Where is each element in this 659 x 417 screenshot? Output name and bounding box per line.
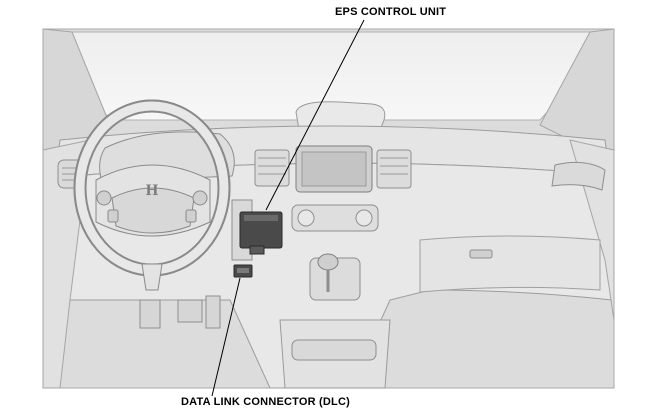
pedal-accelerator (206, 296, 220, 328)
center-right-vent (377, 150, 411, 188)
eps-control-unit-label: EPS CONTROL UNIT (335, 6, 446, 18)
gear-shifter-knob (318, 254, 338, 270)
steering-wheel-emblem: H (146, 182, 159, 199)
glovebox-handle (470, 250, 492, 258)
eps-control-unit (240, 212, 282, 254)
data-link-connector (234, 265, 252, 277)
pedal-brake (178, 300, 202, 322)
glovebox (420, 236, 600, 292)
pedal-left (140, 300, 160, 328)
center-left-vent (255, 150, 289, 186)
data-link-connector-label: DATA LINK CONNECTOR (DLC) (181, 396, 350, 408)
